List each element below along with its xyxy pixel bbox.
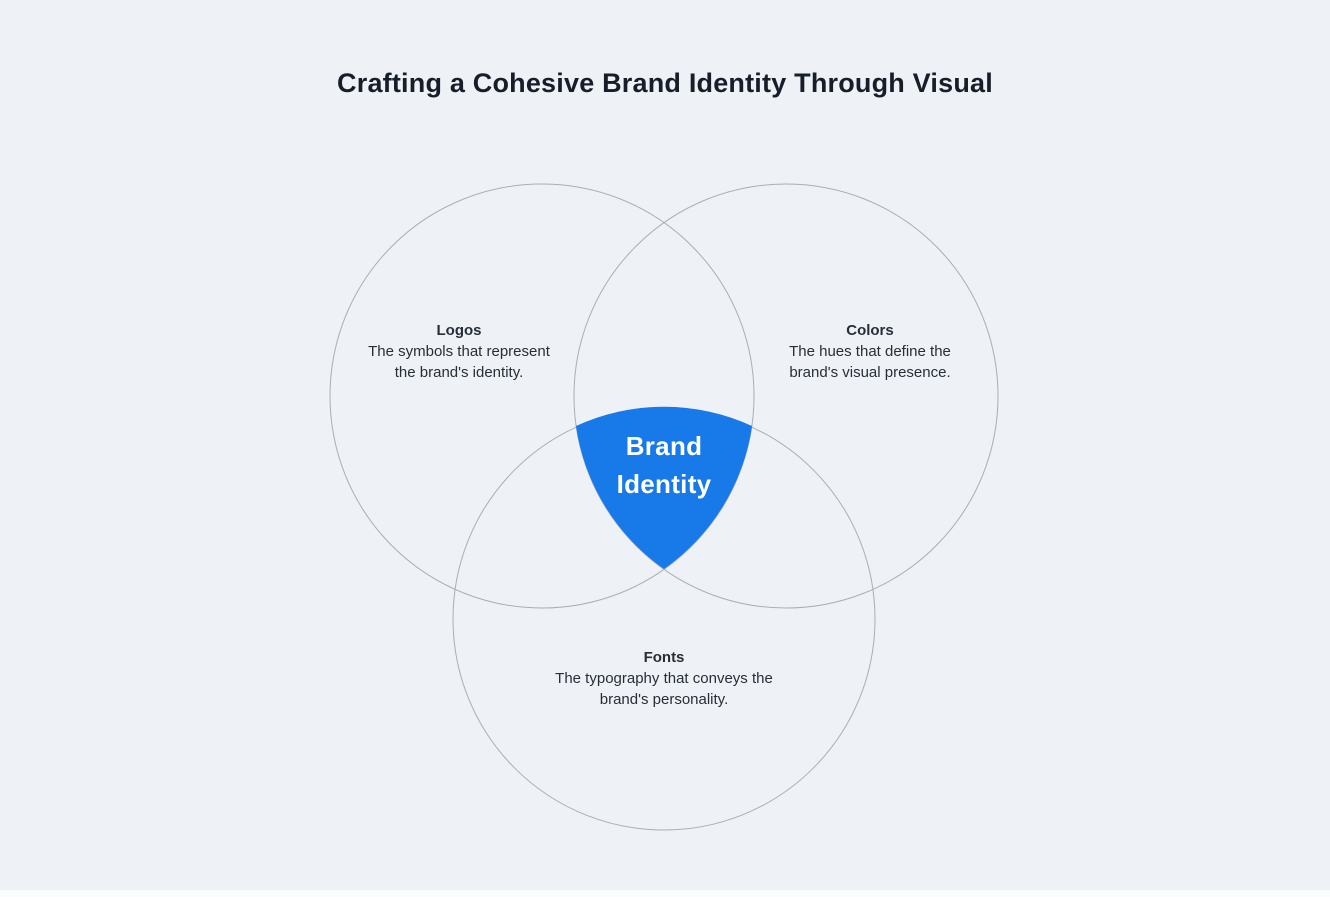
set-desc-fonts-line2: brand's personality. — [599, 691, 729, 708]
circle-colors — [573, 183, 999, 609]
set-block-fonts: Fonts The typography that conveys the br… — [504, 647, 824, 710]
set-desc-colors-line1: The hues that define the — [789, 343, 951, 360]
set-label-colors: Colors — [846, 322, 894, 339]
set-desc-fonts-line1: The typography that conveys the — [555, 670, 773, 687]
set-label-fonts: Fonts — [643, 649, 685, 666]
center-label-line2: Identity — [616, 469, 712, 499]
bottom-edge-strip — [0, 890, 1330, 897]
set-label-logos: Logos — [436, 322, 482, 339]
center-label-line1: Brand — [625, 431, 703, 461]
set-block-colors: Colors The hues that define the brand's … — [715, 320, 1025, 383]
circle-logos — [329, 183, 755, 609]
center-label: Brand Identity — [544, 427, 784, 503]
page-title: Crafting a Cohesive Brand Identity Throu… — [337, 68, 993, 98]
set-block-logos: Logos The symbols that represent the bra… — [304, 320, 614, 383]
center-intersection-shape — [576, 406, 752, 569]
set-desc-logos-line1: The symbols that represent — [368, 343, 550, 360]
set-desc-colors-line2: brand's visual presence. — [789, 364, 951, 381]
set-desc-logos-line2: the brand's identity. — [394, 364, 524, 381]
